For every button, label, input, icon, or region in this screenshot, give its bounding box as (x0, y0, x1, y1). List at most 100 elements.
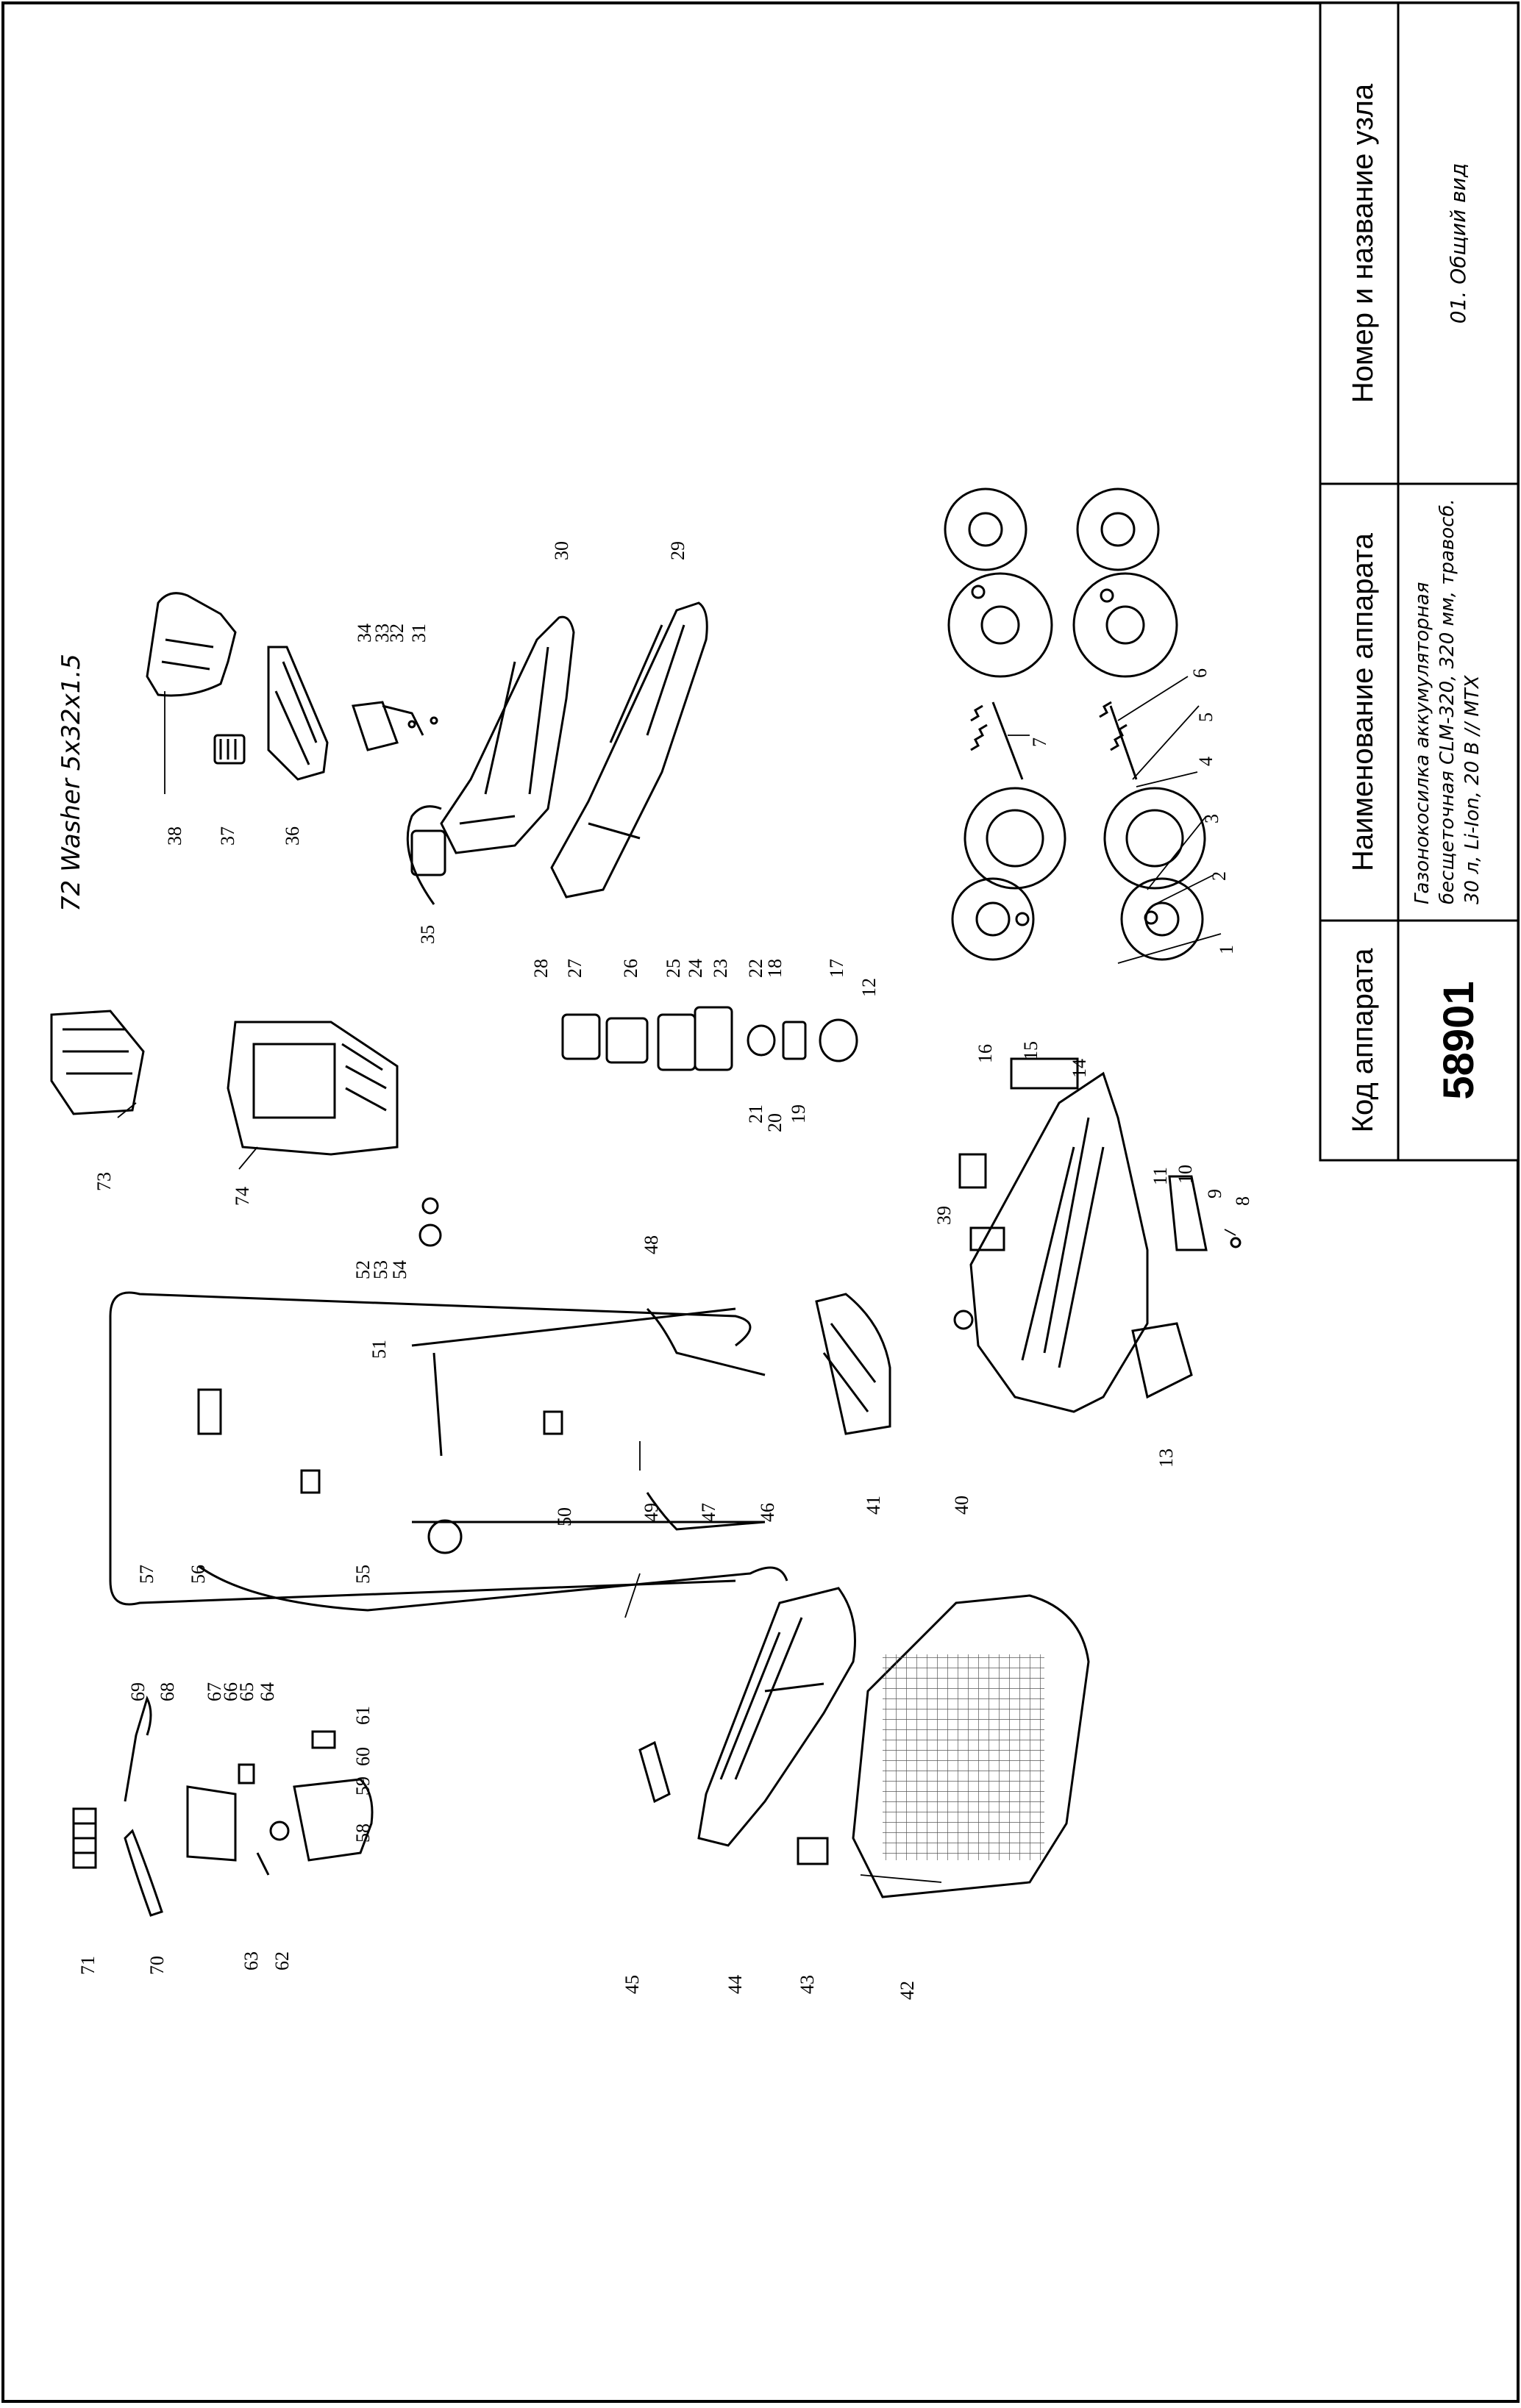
name-header: Наименование аппарата (1347, 532, 1379, 871)
part-14-deck (969, 1071, 1149, 1413)
callout-53: 53 (370, 1260, 391, 1279)
callout-70: 70 (146, 1956, 168, 1975)
callout-29: 29 (667, 541, 688, 560)
callout-43: 43 (797, 1975, 818, 1994)
callout-26: 26 (620, 959, 641, 978)
callout-31: 31 (408, 624, 430, 643)
part-5-spring (970, 724, 988, 751)
callout-37: 37 (217, 826, 238, 846)
part-67-switch-plate (186, 1785, 237, 1862)
callout-6: 6 (1189, 668, 1211, 678)
part-45-bag-handle (638, 1740, 671, 1804)
part-36-tray (267, 646, 329, 781)
parts-drawings (50, 487, 1242, 1917)
part-35-cable (406, 805, 442, 905)
part-63-screw (256, 1852, 270, 1876)
callout-labels: 1 2 3 4 5 6 7 8 9 10 11 12 13 14 15 16 1… (77, 541, 1253, 2000)
callout-44: 44 (724, 1975, 746, 1994)
part-52-knob (418, 1223, 442, 1247)
callout-64: 64 (257, 1682, 278, 1701)
callout-46: 46 (757, 1503, 778, 1522)
callout-27: 27 (564, 959, 585, 978)
part-7-axle (991, 701, 1024, 780)
part-13-guard (1131, 1322, 1193, 1399)
part-6-spring (1110, 724, 1128, 751)
callout-51: 51 (368, 1340, 390, 1359)
callout-30: 30 (551, 541, 572, 560)
part-3-wheel (947, 572, 1206, 890)
part-43-clip (797, 1837, 829, 1865)
part-33-bracket (382, 704, 424, 736)
callout-54: 54 (389, 1260, 410, 1279)
callout-9: 9 (1204, 1189, 1225, 1198)
part-62-cap (269, 1821, 290, 1841)
part-34-board (351, 701, 399, 751)
part-59-switch-box (293, 1778, 374, 1862)
callout-55: 55 (352, 1565, 374, 1584)
callout-34: 34 (354, 624, 375, 643)
callout-25: 25 (663, 959, 684, 978)
callout-59: 59 (352, 1776, 374, 1796)
callout-57: 57 (136, 1565, 157, 1584)
callout-60: 60 (352, 1747, 374, 1766)
part-15-pad (1010, 1057, 1079, 1090)
callout-5: 5 (1195, 712, 1217, 722)
part-2-washer (1015, 912, 1030, 926)
callout-68: 68 (157, 1682, 178, 1701)
part-30-upper-housing (440, 615, 575, 854)
callout-10: 10 (1175, 1165, 1196, 1184)
name-line-1: Газонокосилка аккумуляторная (1411, 582, 1433, 905)
part-40-spring (953, 1310, 974, 1330)
callout-33: 33 (371, 624, 393, 643)
part-51-bolt (432, 1352, 443, 1457)
callout-41: 41 (863, 1496, 884, 1515)
assembly-header: Номер и название узла (1347, 83, 1379, 403)
callout-66: 66 (220, 1682, 241, 1701)
callout-63: 63 (241, 1951, 262, 1971)
code-header: Код аппарата (1347, 948, 1379, 1132)
callout-8: 8 (1232, 1196, 1253, 1206)
callout-52: 52 (352, 1260, 374, 1279)
part-10-blade-holder (1168, 1175, 1208, 1251)
callout-74: 74 (232, 1187, 253, 1206)
callout-36: 36 (282, 826, 303, 846)
name-line-3: 30 л, Li-Ion, 20 В // MTX (1461, 674, 1483, 904)
part-48-handle-bar (411, 1307, 736, 1347)
callout-24: 24 (685, 959, 706, 978)
part-1-wheel-hub-cap (944, 487, 1204, 961)
callout-61: 61 (352, 1706, 374, 1725)
part-56-clip (197, 1388, 222, 1435)
callout-12: 12 (858, 978, 880, 997)
callout-19: 19 (788, 1104, 809, 1123)
part-38-battery-cover (146, 592, 237, 697)
callout-73: 73 (93, 1172, 115, 1191)
callout-21: 21 (745, 1104, 766, 1123)
name-line-2: бесщеточная CLM-320, 320 мм, травосб. (1436, 499, 1458, 904)
callout-2: 2 (1208, 871, 1230, 881)
callout-39: 39 (933, 1206, 955, 1225)
part-74-charger (227, 1021, 399, 1156)
callout-16: 16 (975, 1044, 996, 1063)
callout-32: 32 (386, 624, 407, 643)
callout-38: 38 (164, 826, 185, 846)
callout-45: 45 (621, 1975, 643, 1994)
part-50-clip (300, 1469, 321, 1494)
callout-35: 35 (417, 925, 438, 944)
part-69-lever (124, 1695, 152, 1802)
callout-3: 3 (1201, 814, 1222, 823)
callout-49: 49 (641, 1503, 662, 1522)
part-41-flap (815, 1293, 891, 1435)
part-4-axle (1109, 705, 1138, 780)
washer-note: 72 Washer 5x32x1.5 (57, 654, 86, 912)
callout-65: 65 (236, 1682, 257, 1701)
part-70-lever (124, 1829, 163, 1917)
part-49-cable (198, 1565, 788, 1612)
callout-11: 11 (1150, 1167, 1171, 1185)
part-42-grass-bag (852, 1594, 1090, 1898)
part-29-lower-housing (550, 601, 708, 898)
part-57-upper-handle (109, 1291, 752, 1606)
title-block: Код аппарата 58901 Наименование аппарата… (1319, 1, 1520, 1162)
